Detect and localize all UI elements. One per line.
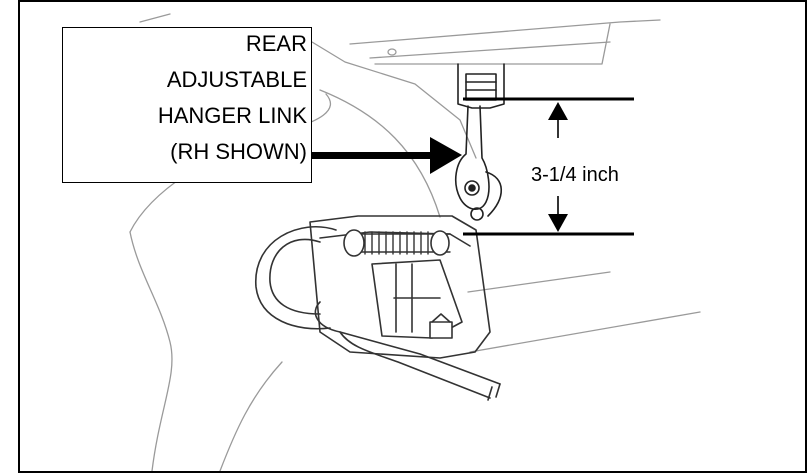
down-arrow-icon [548, 214, 568, 232]
callout-label-box: REAR ADJUSTABLE HANGER LINK (RH SHOWN) [62, 27, 312, 183]
hanger-link [454, 63, 505, 221]
spring-bracket-assembly [255, 215, 501, 401]
vehicle-body-sketch [129, 13, 701, 471]
up-arrow-icon [548, 102, 568, 120]
diagram-frame: REAR ADJUSTABLE HANGER LINK (RH SHOWN) 3… [18, 0, 807, 473]
callout-arrow [312, 137, 462, 174]
callout-line-3: HANGER LINK [157, 103, 307, 128]
callout-line-2: ADJUSTABLE [166, 67, 307, 92]
callout-line-4: (RH SHOWN) [170, 139, 307, 164]
dimension-label: 3-1/4 inch [529, 163, 621, 187]
arrow-right-icon [430, 137, 462, 174]
callout-line-1: REAR [245, 31, 307, 56]
suspension-line-drawing [129, 13, 701, 471]
dimension-markers [463, 97, 634, 236]
